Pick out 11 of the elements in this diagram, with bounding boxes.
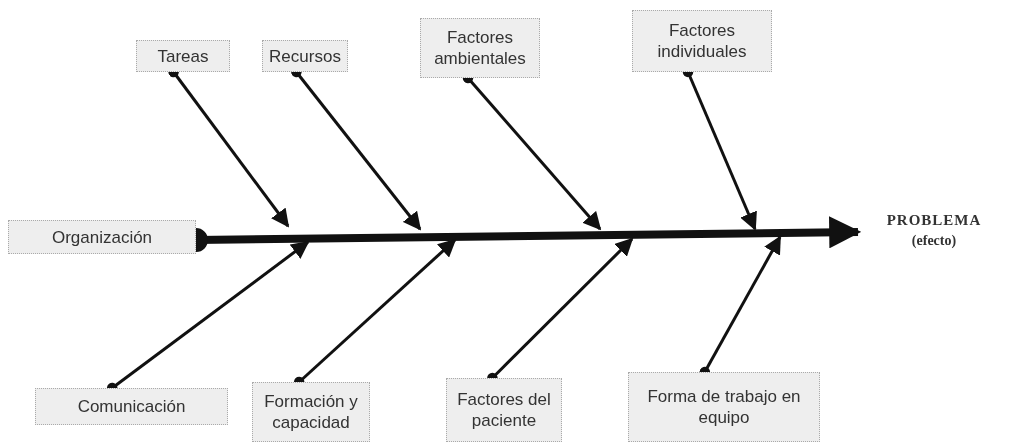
- cause-box: Comunicación: [35, 388, 228, 425]
- cause-box: Organización: [8, 220, 196, 254]
- cause-box: Tareas: [136, 40, 230, 72]
- cause-box: Factores individuales: [632, 10, 772, 72]
- cause-box: Recursos: [262, 40, 348, 72]
- cause-box: Factores ambientales: [420, 18, 540, 78]
- cause-box: Forma de trabajo en equipo: [628, 372, 820, 442]
- effect-label: (efecto): [910, 233, 958, 249]
- cause-box: Factores del paciente: [446, 378, 562, 442]
- effect-label: PROBLEMA: [885, 212, 983, 229]
- cause-box: Formación y capacidad: [252, 382, 370, 442]
